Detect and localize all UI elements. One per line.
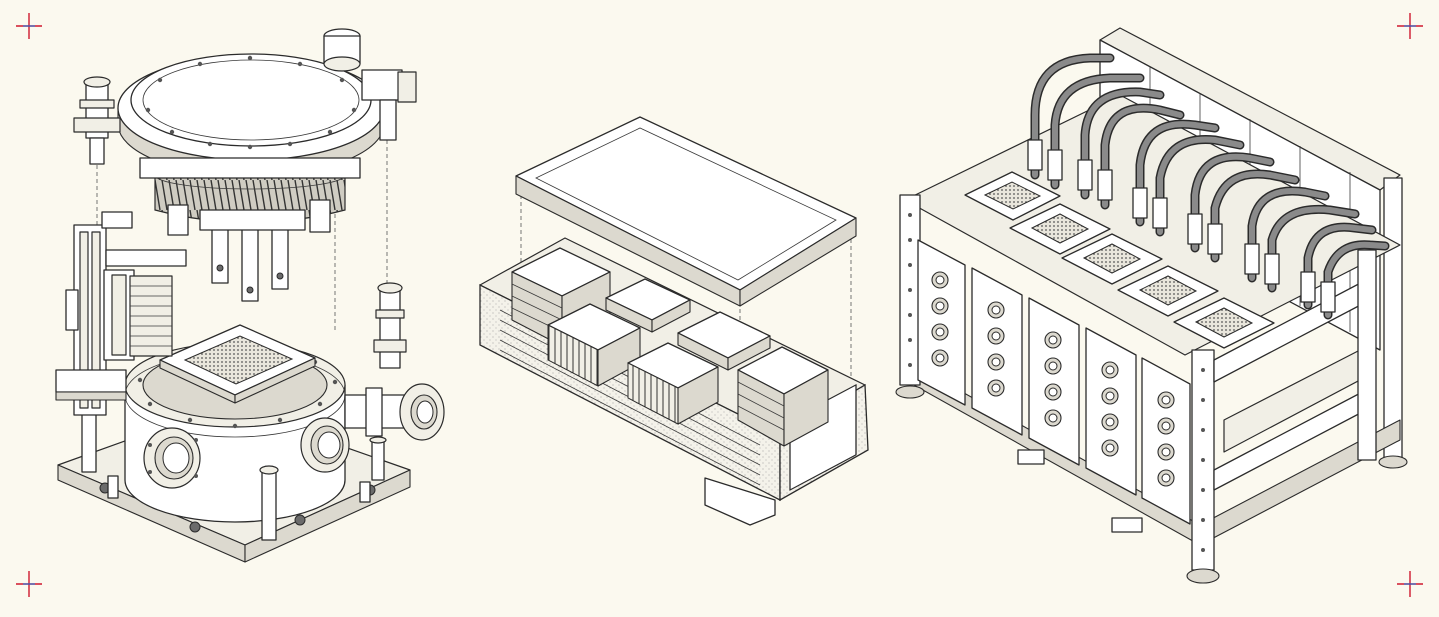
connector-panel-2 (971, 267, 1023, 436)
top-left-valve (73, 76, 121, 165)
linear-actuator (55, 211, 187, 416)
connector-panel-3 (1028, 297, 1080, 466)
chip-module-1 (605, 278, 691, 333)
chip-module-2 (547, 303, 641, 387)
chip-socket-4 (1117, 265, 1219, 317)
connector-panel-1 (917, 239, 966, 406)
support-posts (79, 405, 387, 541)
connector-panel-4 (1085, 327, 1137, 496)
top-right-valve (323, 28, 417, 141)
crosshair-icon (16, 13, 42, 39)
bellows-stack (129, 275, 173, 357)
vacuum-chamber-assembly (55, 28, 445, 563)
crosshair-icon (1397, 571, 1423, 597)
electrode-feedthroughs (167, 199, 331, 302)
chip-socket-2 (1009, 203, 1111, 255)
cooling-rack-assembly (895, 27, 1408, 584)
vertical-valve (373, 282, 407, 369)
sample-stage-mesh (159, 324, 316, 404)
crosshair-icon (16, 571, 42, 597)
electronics-enclosure-assembly (479, 116, 869, 526)
explode-guides (96, 140, 388, 330)
chip-socket-5 (1173, 297, 1275, 349)
coolant-hoses (1030, 53, 1390, 320)
hose-fittings (1027, 139, 1336, 313)
rack-post-front-left (895, 194, 925, 399)
crosshair-icon (1397, 13, 1423, 39)
rack-post-front-right (1186, 349, 1220, 584)
side-port-flange (344, 383, 445, 441)
chamber-viewport-right (300, 417, 350, 473)
connector-panel-5 (1141, 357, 1191, 525)
chip-socket-3 (1061, 233, 1163, 285)
chip-socket-1 (964, 171, 1061, 221)
chip-module-3 (677, 311, 771, 371)
chamber-viewport-left (143, 427, 201, 489)
chip-module-4 (627, 342, 719, 425)
chip-stack-front-right (737, 346, 829, 447)
registration-marks (16, 13, 1423, 597)
enclosure-lid (515, 116, 857, 307)
